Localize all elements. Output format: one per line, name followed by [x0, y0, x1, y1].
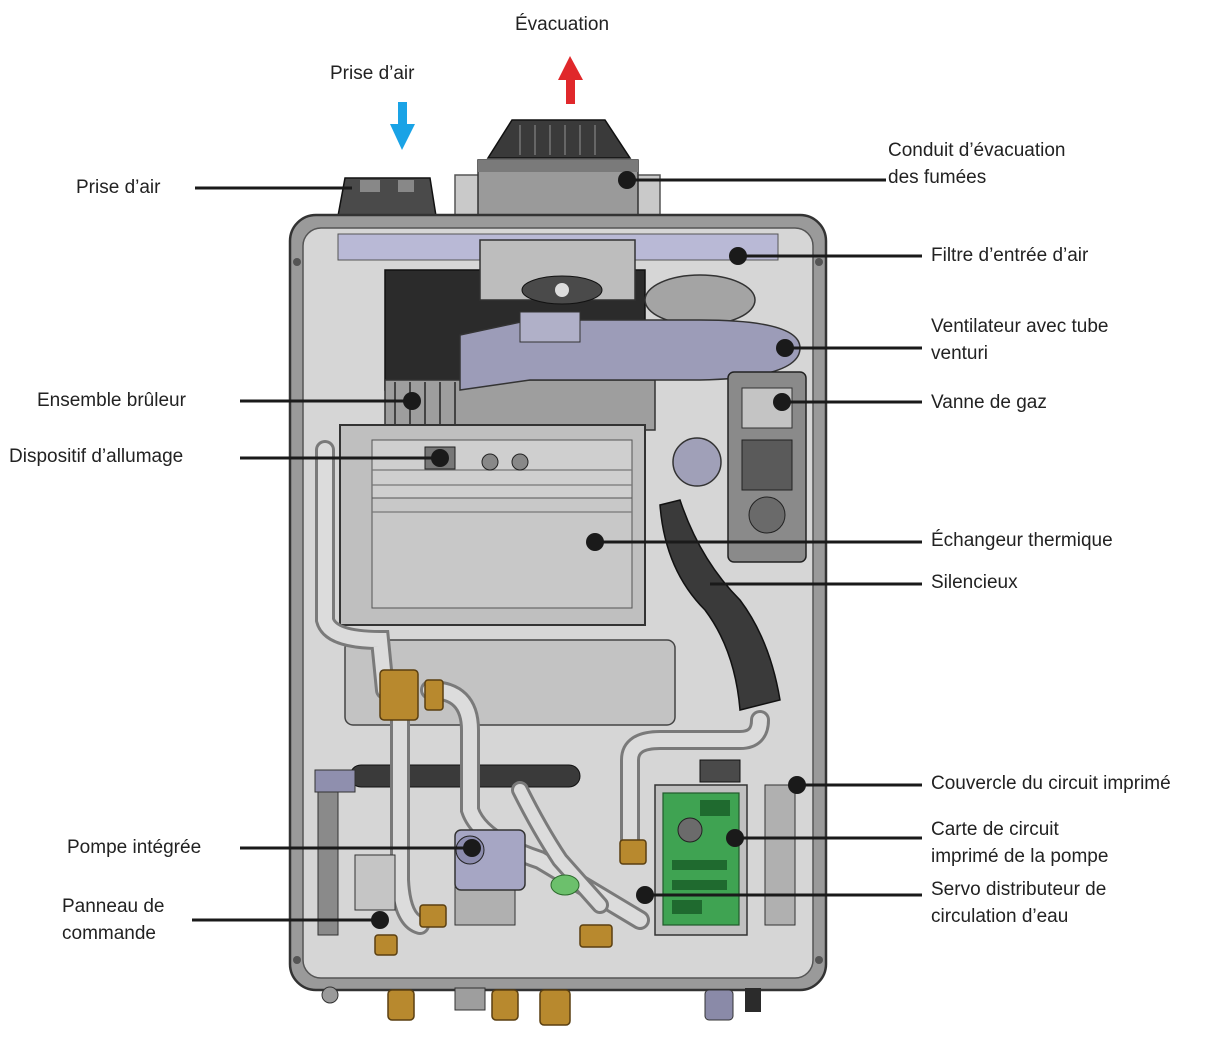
callout-text: Filtre d’entrée d’air — [931, 245, 1089, 266]
callout-text: Silencieux — [931, 572, 1018, 593]
exhaust-arrow — [558, 56, 583, 104]
callout-text: Servo distributeur de — [931, 879, 1107, 900]
bottom-connections — [321, 986, 761, 1021]
gas-valve — [727, 371, 807, 563]
callout-dispositif-allumage: Dispositif d’allumage — [9, 443, 183, 470]
callout-text: Prise d’air — [76, 177, 161, 198]
callout-vanne-gaz: Vanne de gaz — [931, 389, 1047, 416]
pcb-assembly — [654, 759, 796, 936]
control-panel — [314, 769, 396, 936]
silencer — [659, 437, 781, 711]
callout-text: Panneau de — [62, 896, 165, 917]
callout-text: circulation d’eau — [931, 906, 1069, 927]
callout-text: Pompe intégrée — [67, 837, 202, 858]
callout-echangeur: Échangeur thermique — [931, 527, 1113, 554]
callout-filtre-entree-air: Filtre d’entrée d’air — [931, 242, 1088, 269]
intake-arrow — [390, 102, 415, 150]
callout-couvercle-circuit: Couvercle du circuit imprimé — [931, 770, 1171, 797]
exhaust-label: Évacuation — [515, 14, 610, 35]
callout-ensemble-bruleur: Ensemble brûleur — [37, 387, 186, 414]
callout-silencieux: Silencieux — [931, 569, 1018, 596]
callout-text: commande — [62, 923, 156, 944]
leader-lines — [192, 171, 922, 929]
water-pipes — [315, 440, 770, 935]
callout-text: Couvercle du circuit imprimé — [931, 773, 1171, 794]
callout-text: Ensemble brûleur — [37, 390, 186, 411]
fan-venturi — [459, 274, 801, 391]
callout-text: Conduit d’évacuation — [888, 140, 1066, 161]
callout-text: Carte de circuit — [931, 819, 1059, 840]
callout-panneau-commande: Panneau de commande — [62, 893, 165, 947]
callout-text: Dispositif d’allumage — [9, 446, 184, 467]
callout-servo: Servo distributeur de circulation d’eau — [931, 876, 1106, 930]
callout-text: venturi — [931, 343, 989, 364]
air-intake-port — [337, 177, 437, 217]
callout-prise-air: Prise d’air — [76, 174, 160, 201]
brass-fittings — [374, 669, 647, 1026]
callout-pompe-integree: Pompe intégrée — [67, 834, 201, 861]
callout-text: imprimé de la pompe — [931, 846, 1109, 867]
callout-text: Vanne de gaz — [931, 392, 1047, 413]
callout-text: Échangeur thermique — [931, 530, 1113, 551]
heat-exchanger — [339, 424, 646, 626]
callout-carte-circuit: Carte de circuit imprimé de la pompe — [931, 816, 1108, 870]
intake-label: Prise d’air — [330, 63, 415, 84]
callout-text: Ventilateur avec tube — [931, 316, 1109, 337]
callout-ventilateur: Ventilateur avec tube venturi — [931, 313, 1108, 367]
callout-text: des fumées — [888, 167, 987, 188]
exhaust-vent — [454, 119, 661, 219]
callout-conduit-evacuation: Conduit d’évacuation des fumées — [888, 137, 1065, 191]
